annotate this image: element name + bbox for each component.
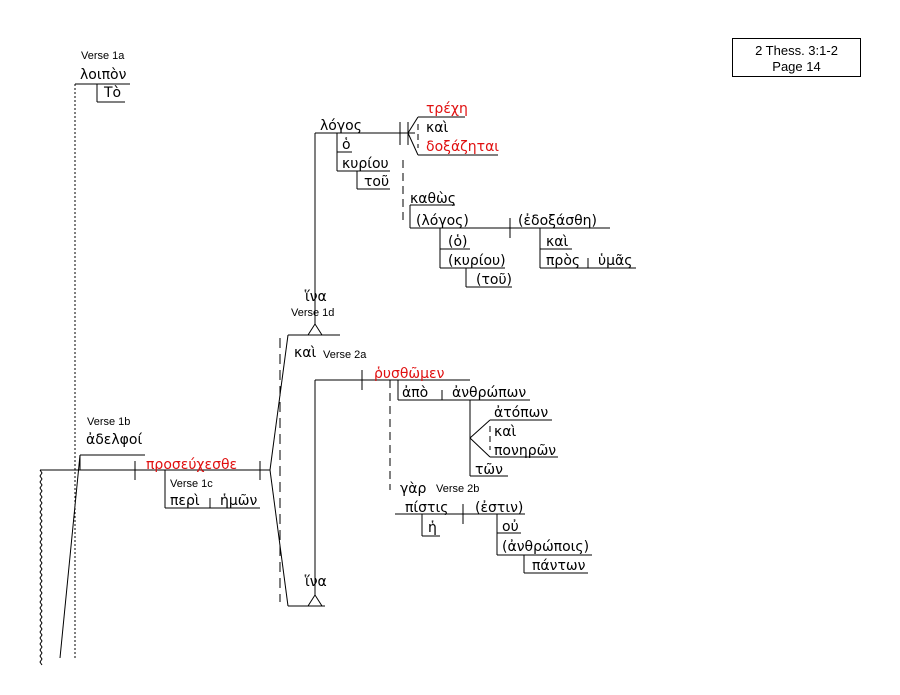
word-kai-1: καὶ — [426, 120, 449, 136]
word-gar: γὰρ — [400, 481, 427, 497]
word-kyriou: κυρίου — [342, 156, 389, 172]
verse-label-1c: Verse 1c — [170, 478, 213, 490]
word-rysthwmen: ῥυσθῶμεν — [374, 366, 445, 382]
word-proseuxesthe: προσεύχεσθε — [146, 457, 238, 473]
word-estin-paren: (ἐστιν) — [475, 500, 524, 516]
word-pantwn: πάντων — [532, 558, 586, 574]
verse-label-1b: Verse 1b — [87, 416, 131, 428]
word-adelfoi: ἀδελφοί — [86, 432, 143, 448]
left-squiggle — [39, 469, 43, 666]
word-trexh: τρέχη — [426, 101, 468, 117]
verse-label-2b: Verse 2b — [436, 483, 480, 495]
word-anthrwpois-paren: (ἀνθρώποις) — [502, 539, 590, 555]
reference-box: 2 Thess. 3:1-2 Page 14 — [732, 38, 861, 77]
word-h: ἡ — [428, 520, 437, 536]
word-atopwn: ἀτόπων — [494, 405, 549, 421]
word-pistis: πίστις — [405, 500, 449, 516]
word-logos: λόγος — [320, 118, 362, 134]
word-hymas: ὑμᾶς — [598, 253, 633, 269]
word-hina-2: ἵνα — [305, 574, 327, 590]
word-doxazhtai: δοξάζηται — [426, 139, 500, 155]
word-hina-1: ἵνα — [305, 289, 327, 305]
reference-page: Page 14 — [772, 59, 821, 74]
word-ho: ὁ — [342, 137, 351, 153]
word-ponhrwn: πονηρῶν — [494, 443, 557, 459]
word-kathws: καθὼς — [410, 191, 456, 207]
word-apo: ἀπὸ — [402, 385, 429, 401]
word-kyriou-paren: (κυρίου) — [448, 253, 506, 269]
word-loipon: λοιπὸν — [80, 67, 127, 83]
word-kai-4: καὶ — [494, 424, 517, 440]
word-tou: τοῦ — [364, 174, 390, 190]
word-pros: πρὸς — [546, 253, 581, 269]
word-anthrwpwn: ἀνθρώπων — [452, 385, 527, 401]
verse-label-1a: Verse 1a — [81, 50, 125, 62]
word-hmwn: ἡμῶν — [220, 493, 258, 509]
word-ho-paren: (ὁ) — [448, 234, 468, 250]
reference-title: 2 Thess. 3:1-2 — [755, 43, 838, 58]
word-kai-2: καὶ — [546, 234, 569, 250]
word-peri: περὶ — [170, 493, 200, 509]
word-edoxasthe-paren: (ἐδοξάσθη) — [518, 213, 597, 229]
verse-label-2a: Verse 2a — [323, 349, 367, 361]
word-tou-paren: (τοῦ) — [476, 272, 513, 288]
word-kai-3: καὶ — [294, 345, 317, 361]
verse-label-1d: Verse 1d — [291, 307, 335, 319]
word-twn: τῶν — [475, 462, 503, 478]
word-to: Τὸ — [104, 85, 122, 101]
word-logos-paren: (λόγος) — [416, 213, 469, 229]
word-ou: οὐ — [502, 519, 519, 535]
